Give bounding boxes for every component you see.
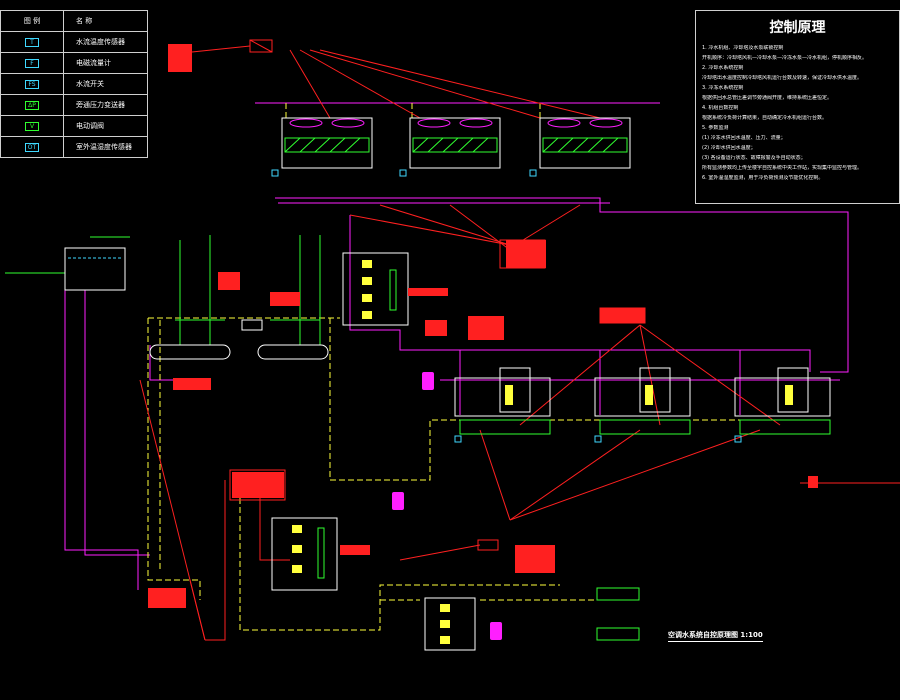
legend-label: 水流开关 bbox=[76, 80, 104, 88]
cooling-water-pipes bbox=[64, 102, 849, 590]
legend-row: T 水流温度传感器 bbox=[1, 32, 147, 53]
legend-header: 图 例 名 称 bbox=[1, 11, 147, 32]
notes-title: 控制原理 bbox=[769, 20, 826, 36]
legend-row: FS 水流开关 bbox=[1, 74, 147, 95]
legend-label: 电动调阀 bbox=[76, 122, 104, 130]
pump-icons bbox=[392, 372, 502, 640]
chiller-3 bbox=[734, 367, 831, 435]
notes-line: 6. 室外温湿度监测，用于冷负荷预测及节能优化控制。 bbox=[702, 175, 824, 181]
chilled-water-pipes bbox=[147, 103, 820, 631]
legend-header-name: 名 称 bbox=[76, 17, 93, 25]
legend-row: OT 室外温湿度传感器 bbox=[1, 137, 147, 157]
cooling-tower-2 bbox=[409, 117, 501, 169]
legend-table: 图 例 名 称 T 水流温度传感器 F 电磁流量计 FS 水流开关 ΔP 旁通压… bbox=[0, 10, 148, 158]
flow-meter-icon: F bbox=[25, 58, 39, 68]
flow-switch-icon: FS bbox=[25, 79, 39, 89]
notes-line: (2) 冷却水供回水温度； bbox=[702, 145, 756, 151]
pressure-transmitter-icon: ΔP bbox=[25, 100, 39, 110]
outdoor-sensor-icon: OT bbox=[24, 142, 40, 152]
notes-line: 3. 冷冻水系统控制 bbox=[702, 85, 744, 91]
notes-line: 根据供回水总管压差调节旁通阀开度，维持系统压差恒定。 bbox=[702, 95, 833, 101]
notes-line: 5. 参数监测 bbox=[702, 125, 729, 131]
legend-label: 水流温度传感器 bbox=[76, 38, 125, 46]
legend-label: 室外温湿度传感器 bbox=[76, 143, 132, 151]
notes-line: 4. 机组台数控制 bbox=[702, 105, 739, 111]
control-principle-notes: 控制原理 1. 冷水机组、冷却塔及水泵联锁控制 开机顺序：冷却塔风机—冷却水泵—… bbox=[695, 10, 900, 204]
notes-line: (3) 各设备运行状态、故障报警及手自动状态； bbox=[702, 155, 806, 161]
drawing-title: 空调水系统自控原理图 1:100 bbox=[668, 630, 763, 642]
temperature-sensor-icon: T bbox=[25, 37, 39, 47]
notes-line: 1. 冷水机组、冷却塔及水泵联锁控制 bbox=[702, 45, 784, 51]
water-collector bbox=[257, 344, 329, 360]
notes-line: 根据系统冷负荷计算结果，自动确定冷水机组运行台数。 bbox=[702, 115, 828, 121]
legend-label: 电磁流量计 bbox=[76, 59, 111, 67]
chiller-2 bbox=[594, 367, 691, 435]
bypass-valve-set bbox=[218, 272, 300, 331]
notes-line: 2. 冷却水系统控制 bbox=[702, 65, 744, 71]
makeup-water-pipes bbox=[5, 235, 321, 345]
legend-row: F 电磁流量计 bbox=[1, 53, 147, 74]
ddc-controller-labels bbox=[148, 240, 818, 608]
control-signal-lines bbox=[139, 49, 900, 641]
cooling-water-pump-group bbox=[342, 252, 448, 326]
chilled-water-pump-group bbox=[271, 517, 370, 591]
cooling-tower-3 bbox=[539, 117, 631, 169]
chiller-1 bbox=[454, 367, 551, 435]
water-distributor bbox=[149, 344, 231, 360]
terminal-unit-tags bbox=[596, 587, 640, 641]
legend-row: ΔP 旁通压力变送器 bbox=[1, 95, 147, 116]
motorized-valve-icon: V bbox=[25, 121, 39, 131]
sensor-icons bbox=[271, 169, 742, 443]
legend-header-symbol: 图 例 bbox=[1, 11, 64, 31]
notes-line: 冷却塔出水温度控制冷却塔风机运行台数及转速，保证冷却水供水温度。 bbox=[702, 75, 863, 81]
cooling-tower-1 bbox=[281, 117, 373, 169]
notes-line: 所有监测参数均上传至楼宇自控系统中央工作站，实现集中监控与管理。 bbox=[702, 165, 863, 171]
cooling-tower-control-panel bbox=[168, 39, 273, 72]
makeup-water-tank bbox=[64, 247, 126, 291]
legend-label: 旁通压力变送器 bbox=[76, 101, 125, 109]
notes-line: (1) 冷冻水供回水温度、压力、流量； bbox=[702, 135, 786, 141]
legend-row: V 电动调阀 bbox=[1, 116, 147, 137]
notes-line: 开机顺序：冷却塔风机—冷却水泵—冷冻水泵—冷水机组，停机顺序相反。 bbox=[702, 55, 868, 61]
